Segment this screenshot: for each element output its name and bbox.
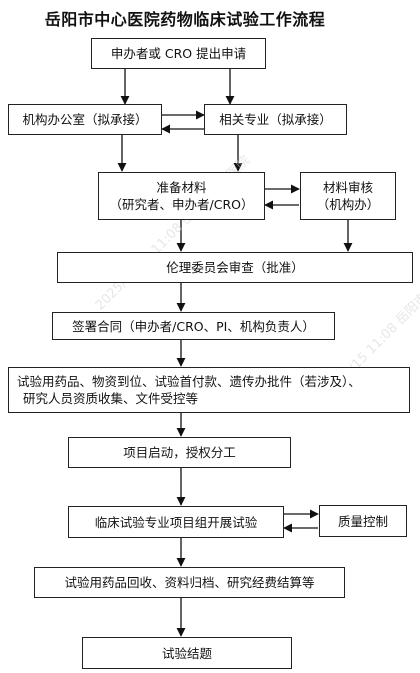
- step-label: 机构办公室（拟承接）: [22, 112, 148, 127]
- step-drugs-materials-ready: 试验用药品、物资到位、试验首付款、遗传办批件（若涉及）、 研究人员资质收集、文件…: [8, 367, 410, 413]
- step-label: 签署合同（申办者/CRO、PI、机构负责人）: [72, 318, 315, 334]
- step-label-line2: （研究者、申办者/CRO）: [109, 197, 254, 212]
- step-institution-office: 机构办公室（拟承接）: [8, 104, 162, 135]
- step-ethics-review: 伦理委员会审查（批准）: [57, 252, 413, 283]
- step-sponsor-application: 申办者或 CRO 提出申请: [91, 38, 266, 69]
- step-conduct-trial: 临床试验专业项目组开展试验: [68, 506, 284, 538]
- step-label: 试验结题: [161, 645, 212, 661]
- step-related-department: 相关专业（拟承接）: [204, 104, 347, 135]
- step-label-line1: 准备材料: [156, 180, 207, 195]
- flowchart-title: 岳阳市中心医院药物临床试验工作流程: [44, 10, 326, 29]
- step-quality-control: 质量控制: [319, 505, 407, 537]
- step-label: 试验用药品回收、资料归档、研究经费结算等: [64, 575, 315, 590]
- step-recycle-archive-settle: 试验用药品回收、资料归档、研究经费结算等: [34, 567, 345, 598]
- step-label-line2: （机构办）: [316, 197, 380, 212]
- step-label: 相关专业（拟承接）: [219, 112, 332, 127]
- step-label: 项目启动，授权分工: [123, 445, 236, 460]
- step-label: 申办者或 CRO 提出申请: [110, 46, 247, 61]
- step-materials-review: 材料审核 （机构办）: [300, 172, 396, 220]
- step-label-line1: 试验用药品、物资到位、试验首付款、遗传办批件（若涉及）、: [17, 374, 361, 389]
- step-label: 临床试验专业项目组开展试验: [94, 514, 258, 530]
- step-label-line1: 材料审核: [322, 180, 373, 195]
- step-trial-completion: 试验结题: [82, 637, 292, 669]
- step-label: 伦理委员会审查（批准）: [166, 260, 304, 275]
- step-sign-contract: 签署合同（申办者/CRO、PI、机构负责人）: [52, 312, 335, 340]
- step-prepare-materials: 准备材料 （研究者、申办者/CRO）: [98, 172, 265, 220]
- step-label-line2: 研究人员资质收集、文件受控等: [23, 391, 199, 406]
- step-project-launch: 项目启动，授权分工: [68, 437, 291, 468]
- step-label: 质量控制: [337, 513, 388, 529]
